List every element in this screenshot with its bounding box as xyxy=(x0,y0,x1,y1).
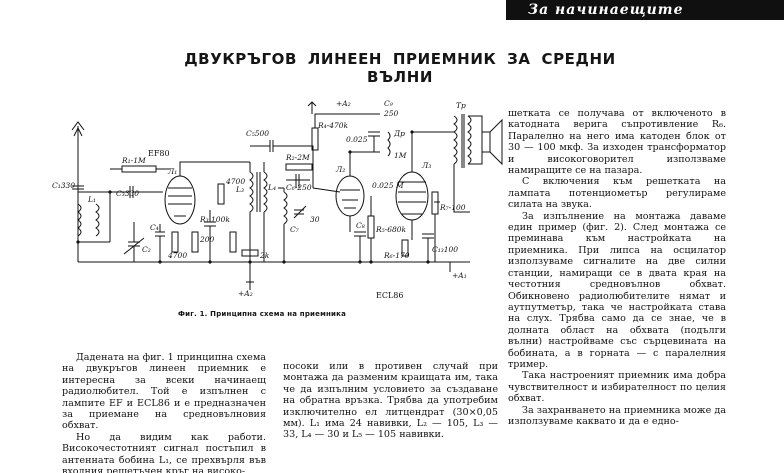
label-c9: C₉ xyxy=(384,99,393,108)
label-r2: R₂-2M xyxy=(285,153,310,162)
loudspeaker-symbol xyxy=(481,118,503,166)
tube-ef80 xyxy=(164,175,196,225)
label-200: 200 xyxy=(199,235,215,244)
label-c6: C₆-250 xyxy=(286,183,312,192)
antenna-symbol xyxy=(71,121,85,152)
label-1m: 1M xyxy=(394,151,407,160)
label-r1: R₁-1M xyxy=(121,156,146,165)
label-l4: L₄ xyxy=(267,183,276,192)
output-transformer-primary xyxy=(453,115,458,165)
tube-ecl86-pentode xyxy=(395,171,429,221)
label-c2: C₂ xyxy=(142,245,151,254)
label-r7: R₇-100 xyxy=(439,203,466,212)
label-c3: C₃330 xyxy=(116,189,139,198)
text-column-3: шетката се получава от включеното в като… xyxy=(508,108,726,427)
text-column-2: посоки или в противен случай при монтажа… xyxy=(283,361,498,441)
figure-caption: Фиг. 1. Принципна схема на приемника xyxy=(178,310,347,318)
coil-l5 xyxy=(283,191,288,225)
paragraph: Но да видим как работи. Високочестотният… xyxy=(62,431,266,473)
coil-l3 xyxy=(249,171,254,213)
label-l3: L₃ xyxy=(235,185,244,194)
label-c10: 0.025 xyxy=(346,135,368,144)
label-c1: C₁330 xyxy=(52,181,75,190)
label-r3: R₃ 100k xyxy=(199,215,230,224)
label-ll2: Л₂ xyxy=(335,165,345,174)
label-tube1: EF80 xyxy=(148,149,170,158)
coil-l4 xyxy=(263,171,268,213)
paragraph: посоки или в противен случай при монтажа… xyxy=(283,361,498,441)
label-ha2: +A₂ xyxy=(336,99,351,108)
section-banner: За начинаещите xyxy=(506,0,784,20)
label-4700b: 4700 xyxy=(167,251,187,260)
label-30: 30 xyxy=(310,215,320,224)
paragraph: Така настроеният приемник има добра чувс… xyxy=(508,370,726,405)
label-c8: C₈ xyxy=(356,221,365,230)
label-r5: R₅-680k xyxy=(375,225,407,234)
label-ha1: +A₁ xyxy=(452,271,467,280)
label-tr: Tр xyxy=(456,101,466,110)
label-dr: Др xyxy=(393,129,405,138)
label-r4: R₄-470k xyxy=(317,121,349,130)
paragraph: За захранването на приемника може да изп… xyxy=(508,404,726,427)
output-transformer-secondary xyxy=(467,115,472,165)
label-4700a: 4700 xyxy=(225,177,245,186)
label-r25: 0.025 M xyxy=(372,181,404,190)
label-c13: C₁₃100 xyxy=(432,245,458,254)
paragraph: Дадената на фиг. 1 принципна схема на дв… xyxy=(62,352,266,432)
label-l1: L₁ xyxy=(87,195,96,204)
label-ll1: Л₁ xyxy=(167,167,177,176)
label-c5: C₅500 xyxy=(246,129,269,138)
label-ll3: Л₃ xyxy=(421,161,431,170)
label-r6: R₆-170 xyxy=(383,251,410,260)
text-column-1: Дадената на фиг. 1 принципна схема на дв… xyxy=(62,352,266,473)
coil-l1 xyxy=(77,203,82,237)
label-r2k: 2k xyxy=(259,251,270,260)
paragraph: За изпълнение на монтажа даваме един при… xyxy=(508,210,726,370)
paragraph: шетката се получава от включеното в като… xyxy=(508,108,726,177)
tube-ecl86-triode xyxy=(335,175,365,217)
label-ha2b: +A₂ xyxy=(238,289,253,298)
circuit-schematic: EF80 ECL86 C₁330 C₃330 R₁-1M C₅500 R₂-2M… xyxy=(50,92,512,306)
label-c12: 250 xyxy=(383,109,399,118)
label-tube2: ECL86 xyxy=(376,291,403,300)
article-title: ДВУКРЪГОВ ЛИНЕЕН ПРИЕМНИК ЗА СРЕДНИ ВЪЛН… xyxy=(184,50,616,86)
label-c7: C₇ xyxy=(290,225,299,234)
paragraph: С включения към решетката на лампата пот… xyxy=(508,176,726,211)
label-c4: C₄ xyxy=(150,223,159,232)
schematic-drawing: EF80 ECL86 C₁330 C₃330 R₁-1M C₅500 R₂-2M… xyxy=(52,99,503,300)
coil-l2 xyxy=(95,203,100,237)
